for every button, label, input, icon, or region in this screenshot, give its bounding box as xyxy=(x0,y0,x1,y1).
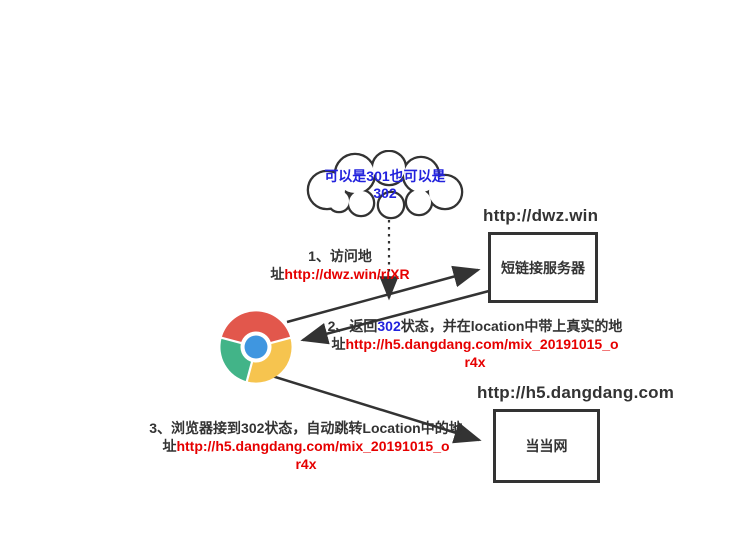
step1-text-prefix: 址 xyxy=(270,266,285,282)
step1-text: 1、访问地 xyxy=(308,248,372,264)
cloud-text-line2: 302 xyxy=(373,185,397,201)
step3-text-prefix: 址 xyxy=(162,438,177,454)
arrow-step3-redirect xyxy=(258,370,482,444)
short-link-server-box: 短链接服务器 xyxy=(488,232,598,303)
dangdang-box: 当当网 xyxy=(493,409,600,483)
chrome-browser-icon xyxy=(219,311,293,384)
step2-text-a: 2、返回 xyxy=(327,318,378,334)
step3-real-url: http://h5.dangdang.com/mix_20191015_o xyxy=(176,438,450,454)
step2-real-url-tail: r4x xyxy=(464,354,486,370)
step2-real-url: http://h5.dangdang.com/mix_20191015_o xyxy=(345,336,619,352)
step2-status-code: 302 xyxy=(377,318,401,334)
step2-text-prefix: 址 xyxy=(331,336,346,352)
dangdang-url-title: http://h5.dangdang.com xyxy=(477,383,675,402)
step3-real-url-tail: r4x xyxy=(295,456,317,472)
cloud-callout-text: 可以是301也可以是 302 xyxy=(308,165,462,205)
step1-label: 1、访问地 址http://dwz.win/riXR xyxy=(254,247,426,283)
arrow-step2-response xyxy=(300,289,490,345)
step2-text-b: 状态，并在location中带上真实的地 xyxy=(400,318,623,334)
short-link-server-url-title: http://dwz.win xyxy=(483,206,599,225)
dangdang-box-label: 当当网 xyxy=(525,438,568,454)
step1-short-url: http://dwz.win/riXR xyxy=(284,266,410,282)
step3-text: 3、浏览器接到302状态，自动跳转Location中的地 xyxy=(149,420,463,436)
cloud-text-line1: 可以是301也可以是 xyxy=(324,168,446,184)
cloud-callout-shape xyxy=(306,150,464,220)
step2-label: 2、返回302状态，并在location中带上真实的地 址http://h5.d… xyxy=(327,317,623,371)
short-link-server-box-label: 短链接服务器 xyxy=(501,259,585,276)
step3-label: 3、浏览器接到302状态，自动跳转Location中的地 址http://h5.… xyxy=(136,419,476,473)
